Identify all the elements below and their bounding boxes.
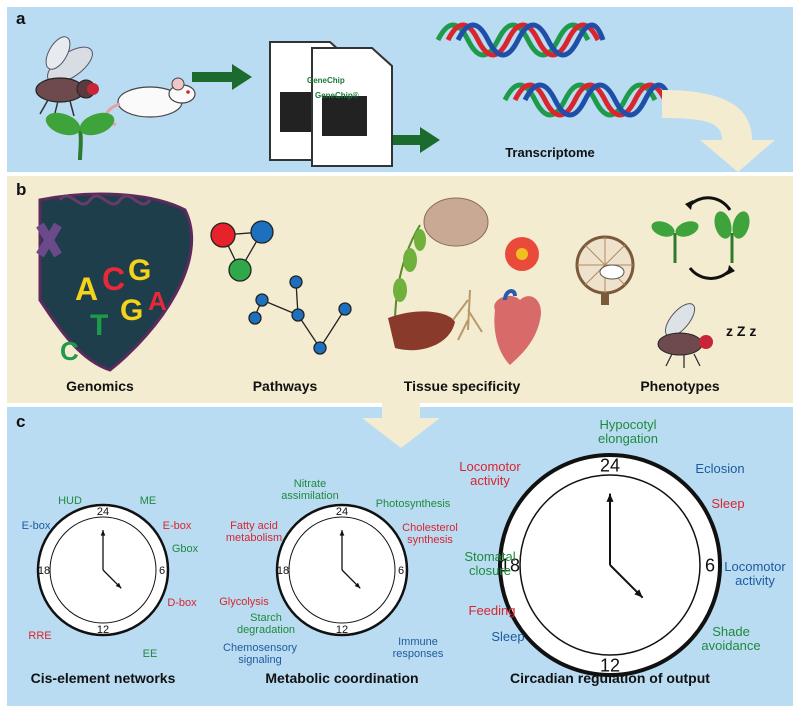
tissue-illustration [388,197,541,365]
transcriptome-waves [435,22,673,118]
clock-hand-arrowhead [354,582,361,589]
clock-number-24: 24 [336,506,348,518]
caption-metabolic-coordination: Metabolic coordination [265,670,419,686]
clock-hand-arrowhead [634,589,643,598]
clock-label: Immune responses [392,636,444,660]
arrow-right-1 [192,64,252,90]
dna-letter: A [148,286,167,316]
genomics-illustration: A C G T G A C [36,192,194,372]
clock-label: Stomatal closure [464,549,516,578]
clock-label: Photosynthesis [375,498,451,510]
mouse-illustration [104,77,196,126]
clock-label: Gbox [171,543,199,555]
clock-label: Hypocotyl elongation [598,417,658,446]
clock-label: Nitrate assimilation [281,478,339,502]
clock-label: Locomotor activity [459,459,521,488]
clock-number-18: 18 [38,565,50,577]
clock-hand-arrowhead [606,493,614,502]
clock-number-12: 12 [600,655,620,675]
clock-number-6: 6 [159,565,165,577]
dna-letter: G [128,254,151,287]
pathways-illustration [210,220,352,355]
caption-circadian-regulation: Circadian regulation of output [510,670,710,686]
seedling-illustration [45,112,115,161]
clock-label: Sleep [711,496,745,511]
clock-label: E-box [21,520,51,532]
arrow-down-to-c [362,403,440,448]
clock-number-18: 18 [500,555,520,575]
caption-phenotypes: Phenotypes [640,378,720,394]
clock-label: E-box [162,520,192,532]
caption-cis-element-networks: Cis-element networks [30,670,176,686]
curved-arrow-down [662,90,775,172]
clock-label: Sleep [491,629,525,644]
clock-label: Cholesterol synthesis [402,522,458,546]
clock-number-6: 6 [705,555,715,575]
caption-pathways: Pathways [252,378,318,394]
clock-label: Locomotor activity [724,559,786,588]
dna-letter: C [102,261,125,297]
caption-genomics: Genomics [66,378,134,394]
clock-number-12: 12 [336,624,348,636]
clock-label: Fatty acid metabolism [225,520,283,544]
caption-tissue-specificity: Tissue specificity [403,378,521,394]
clock-label: Glycolysis [219,596,269,608]
sleep-z-marks: z Z z [726,323,757,339]
genechip-label-back: GeneChip [307,76,345,85]
fly-illustration [35,36,99,118]
clock-number-24: 24 [600,455,620,475]
arrow-right-2 [388,127,440,153]
clock-hand-arrowhead [115,582,122,589]
clock-label: Feeding [468,603,516,618]
panel-label-c: c [16,412,26,431]
dna-letter: A [75,271,98,307]
clock-number-12: 12 [97,624,109,636]
clock-label: EE [142,648,158,660]
clock-hand-arrowhead [339,530,345,536]
clock-label: Chemosensory signaling [223,642,297,666]
clock-label: HUD [58,495,82,507]
transcriptome-label: Transcriptome [505,145,595,160]
dna-letter: T [90,309,108,342]
clock-number-24: 24 [97,506,109,518]
clock-label: Eclosion [695,461,745,476]
clock-number-6: 6 [398,565,404,577]
clock-label: Starch degradation [236,612,296,636]
clock-hand-arrowhead [100,530,106,536]
clock-label: ME [139,495,157,507]
genechip-label-front: GeneChip® [315,91,359,100]
clock-label: D-box [167,597,197,609]
dna-letter: G [120,294,143,327]
panel-label-b: b [16,180,27,199]
clock-label: Shade avoidance [701,624,761,653]
clock-label: RRE [28,630,52,642]
phenotypes-illustration [575,196,750,368]
panel-label-a: a [16,9,26,28]
genechip-front [311,47,393,167]
clock-number-18: 18 [277,565,289,577]
dna-letter: C [60,336,79,366]
